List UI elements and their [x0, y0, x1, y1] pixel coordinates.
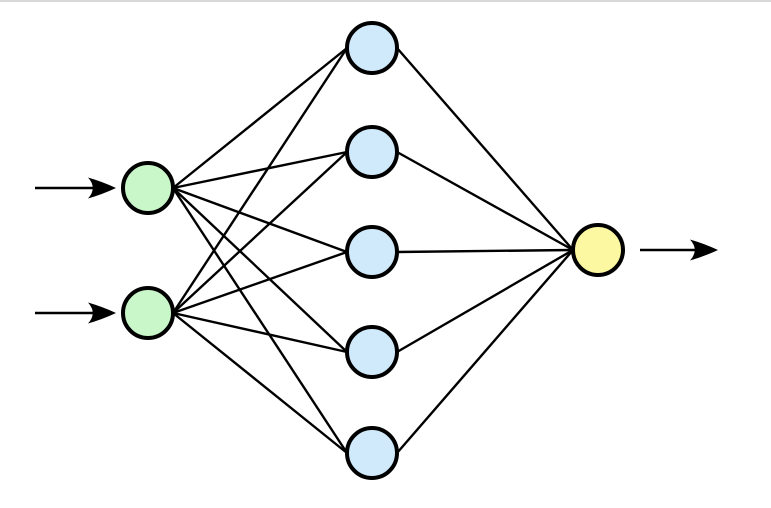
- input-arrow-2-head-icon: [88, 302, 116, 324]
- edge-hidden-node-1-to-output-node: [396, 47, 574, 251]
- output-node: [571, 223, 625, 277]
- edge-input-node-2-to-hidden-node-3: [172, 250, 348, 315]
- hidden-node-5: [345, 426, 399, 480]
- hidden-node-4: [345, 325, 399, 379]
- edge-hidden-node-5-to-output-node: [396, 249, 574, 454]
- input-arrow-2: [35, 302, 116, 324]
- edge-input-node-1-to-hidden-node-4: [172, 187, 348, 353]
- hidden-node-3: [345, 225, 399, 279]
- input-node-2: [121, 286, 175, 340]
- input-arrow-1-head-icon: [88, 177, 116, 199]
- edge-input-node-1-to-hidden-node-5: [171, 187, 349, 454]
- edge-input-node-1-to-hidden-node-2: [172, 150, 348, 190]
- edge-hidden-node-4-to-output-node: [396, 248, 574, 354]
- hidden-node-2: [345, 125, 399, 179]
- output-arrow: [640, 239, 718, 261]
- output-arrow-head-icon: [690, 239, 718, 261]
- edge-input-node-2-to-hidden-node-2: [172, 151, 348, 314]
- edge-input-node-1-to-hidden-node-1: [172, 47, 348, 189]
- edge-input-node-1-to-hidden-node-3: [172, 186, 348, 254]
- hidden-node-1: [345, 21, 399, 75]
- input-arrow-1: [35, 177, 116, 199]
- edge-hidden-node-3-to-output-node: [396, 248, 574, 254]
- edge-hidden-node-2-to-output-node: [396, 150, 574, 252]
- edge-input-node-2-to-hidden-node-5: [172, 312, 348, 454]
- edge-input-node-2-to-hidden-node-1: [171, 47, 349, 314]
- top-border-rule: [0, 0, 771, 2]
- edge-input-node-2-to-hidden-node-4: [172, 311, 348, 354]
- input-node-1: [121, 161, 175, 215]
